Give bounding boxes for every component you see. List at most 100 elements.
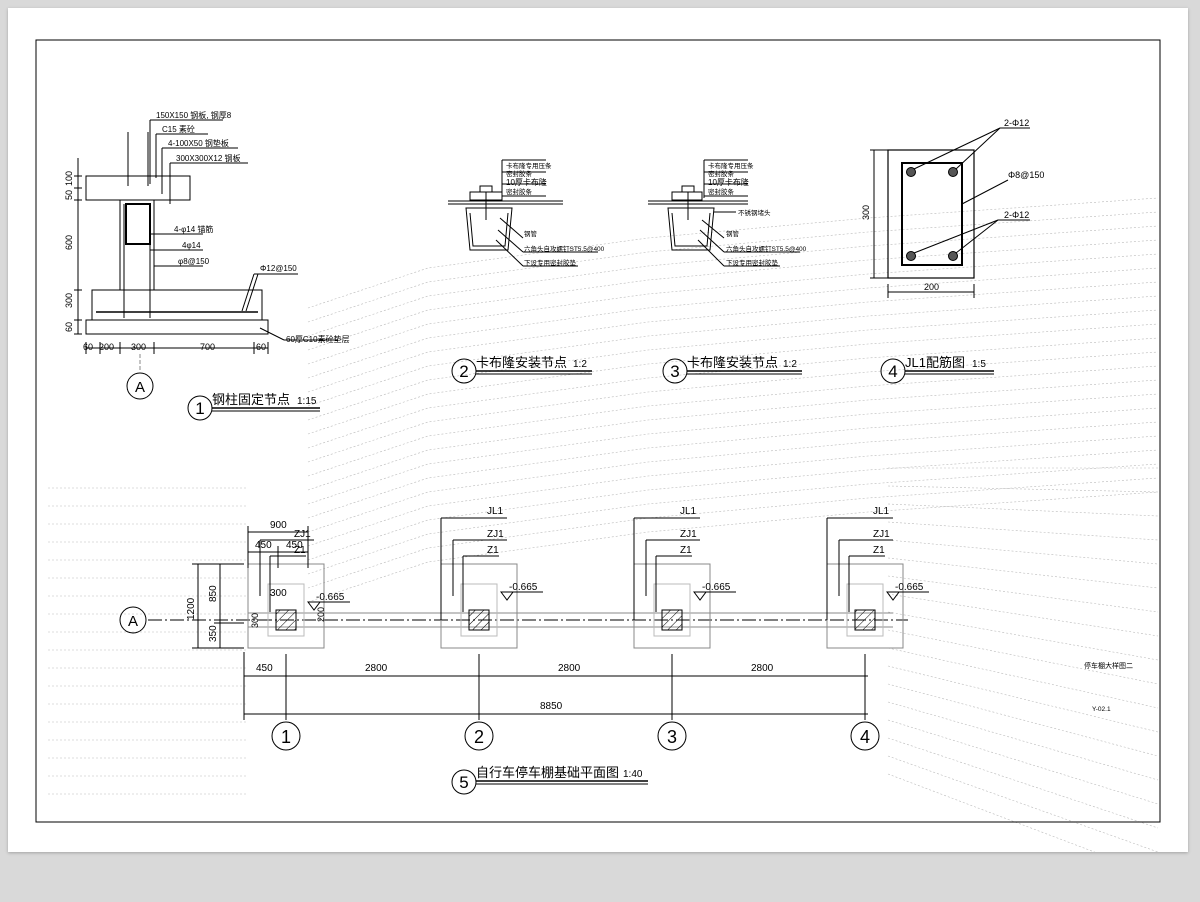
d2-scale: 1:2 [573,359,587,370]
column-label: Z1 [680,545,692,556]
grid-axis-label: 2 [474,727,484,747]
elevation-label: -0.665 [895,582,924,593]
background-line [48,773,1096,852]
plan-small-dim-3: 200 [316,607,326,622]
d1-rebar-3: φ8@150 [178,257,210,266]
detail-3-polycarbonate-end-joint: 卡布隆专用压条 密封胶条 10厚卡布隆 密封胶条 不锈钢堵头 钢管 六角头自攻螺… [648,159,807,384]
plan-span-1: 450 [256,663,273,674]
elevation-label: -0.665 [509,582,538,593]
d1-vdim-2: 50 [64,190,74,200]
d1-title: 钢柱固定节点 [212,392,290,407]
elevation-label: -0.665 [316,592,345,603]
d3-callout-3: 10厚卡布隆 [708,177,749,187]
background-line [307,365,1159,477]
d1-callout-2: C15 素砼 [162,124,195,134]
background-drafting-lines [48,197,1159,852]
d2-callout-4: 密封胶条 [506,187,533,196]
d4-stirrup: Φ8@150 [1008,170,1044,180]
d1-base-label: 60厚C10素砼垫层 [286,334,350,344]
background-line [307,197,1159,309]
background-line [48,521,1159,543]
plan-scale: 1:40 [623,769,643,780]
background-line [307,239,1159,351]
background-line [307,267,1159,379]
background-line [48,665,1159,733]
plan-top-dim-2: 450 [255,540,272,551]
d3-lower-3: 六角头自攻螺钉ST5.5@400 [726,244,807,253]
d1-rebar-4: Φ12@150 [260,264,297,273]
d3-lower-4: 下设专用密封胶垫 [726,258,779,267]
background-line [307,323,1159,435]
footing-inner-outline [653,583,691,637]
d1-vdim-5: 60 [64,322,74,332]
grid-axis-bubble [850,721,880,751]
plan-small-dim-2: 300 [250,613,260,628]
plan-span-4: 2800 [751,663,774,674]
background-line [307,379,1159,491]
background-line [48,593,1159,637]
background-line [307,407,1159,519]
d3-scale: 1:2 [783,359,797,370]
background-line [48,611,1159,661]
background-line [307,295,1159,407]
plan-span-2: 2800 [365,663,388,674]
d3-callout-4: 密封胶条 [708,187,735,196]
grid-axis-label: 1 [281,727,291,747]
d3-lower-2: 钢管 [726,229,740,238]
d1-hdim-4: 700 [200,342,215,352]
d2-title: 卡布隆安装节点 [476,355,567,370]
d1-callout-3: 4-100X50 钢垫板 [168,138,229,148]
detail-1-steel-column-base: 100 50 600 300 60 60 200 300 700 60 150X… [64,110,350,421]
footing-inner-outline [460,583,498,637]
background-line [307,449,1159,561]
plan-number: 5 [459,773,468,792]
background-line [307,393,1159,505]
column-section [275,609,297,631]
plan-left-dim-2: 850 [208,585,219,602]
background-line [48,683,1159,757]
background-line [48,719,1159,805]
background-line [48,701,1159,781]
d4-bottom-bars: 2-Φ12 [1004,210,1029,220]
footing-outline [826,563,904,649]
d3-number: 3 [670,362,679,381]
background-line [307,211,1159,323]
beam-label: JL1 [487,506,504,517]
d1-vdim-3: 600 [64,235,74,250]
elevation-mark [500,591,514,601]
titleblock-drawing-name: 停车棚大样图二 [1084,661,1133,670]
background-line [48,557,1159,589]
elevation-mark [693,591,707,601]
d1-number: 1 [195,399,204,418]
d4-width: 200 [924,282,939,292]
d1-callout-1: 150X150 钢板, 钢厚8 [156,110,232,120]
column-label: Z1 [294,545,306,556]
d1-hdim-5: 60 [256,342,266,352]
background-line [48,575,1159,613]
grid-axis-bubble [271,721,301,751]
d1-rebar-2: 4φ14 [182,241,201,250]
background-line [307,491,1159,603]
d3-callout-2: 密封胶条 [708,169,735,178]
plan-number-bubble [451,769,477,795]
detail-4-beam-reinforcement: 2-Φ12 Φ8@150 2-Φ12 300 200 4 JL1配筋图 1:5 [861,118,1044,384]
background-line [307,281,1159,393]
elevation-label: -0.665 [702,582,731,593]
background-line [307,463,1159,575]
plan-footings: ZJ1Z1-0.665JL1ZJ1Z1-0.665JL1ZJ1Z1-0.665J… [247,506,929,649]
background-line [307,477,1159,589]
d4-top-bars: 2-Φ12 [1004,118,1029,128]
d1-callout-4: 300X300X12 钢板 [176,153,241,163]
footing-label: ZJ1 [873,529,890,540]
beam-label: JL1 [680,506,697,517]
background-line [307,351,1159,463]
d2-callout-3: 10厚卡布隆 [506,177,547,187]
plan-small-dim-1: 300 [270,588,287,599]
grid-axis-bubble [464,721,494,751]
background-line [48,755,1159,852]
d2-lower-1: 钢管 [524,229,538,238]
column-section [854,609,876,631]
column-section [661,609,683,631]
plan-left-dim-3: 350 [208,625,219,642]
grid-axis-bubble [657,721,687,751]
